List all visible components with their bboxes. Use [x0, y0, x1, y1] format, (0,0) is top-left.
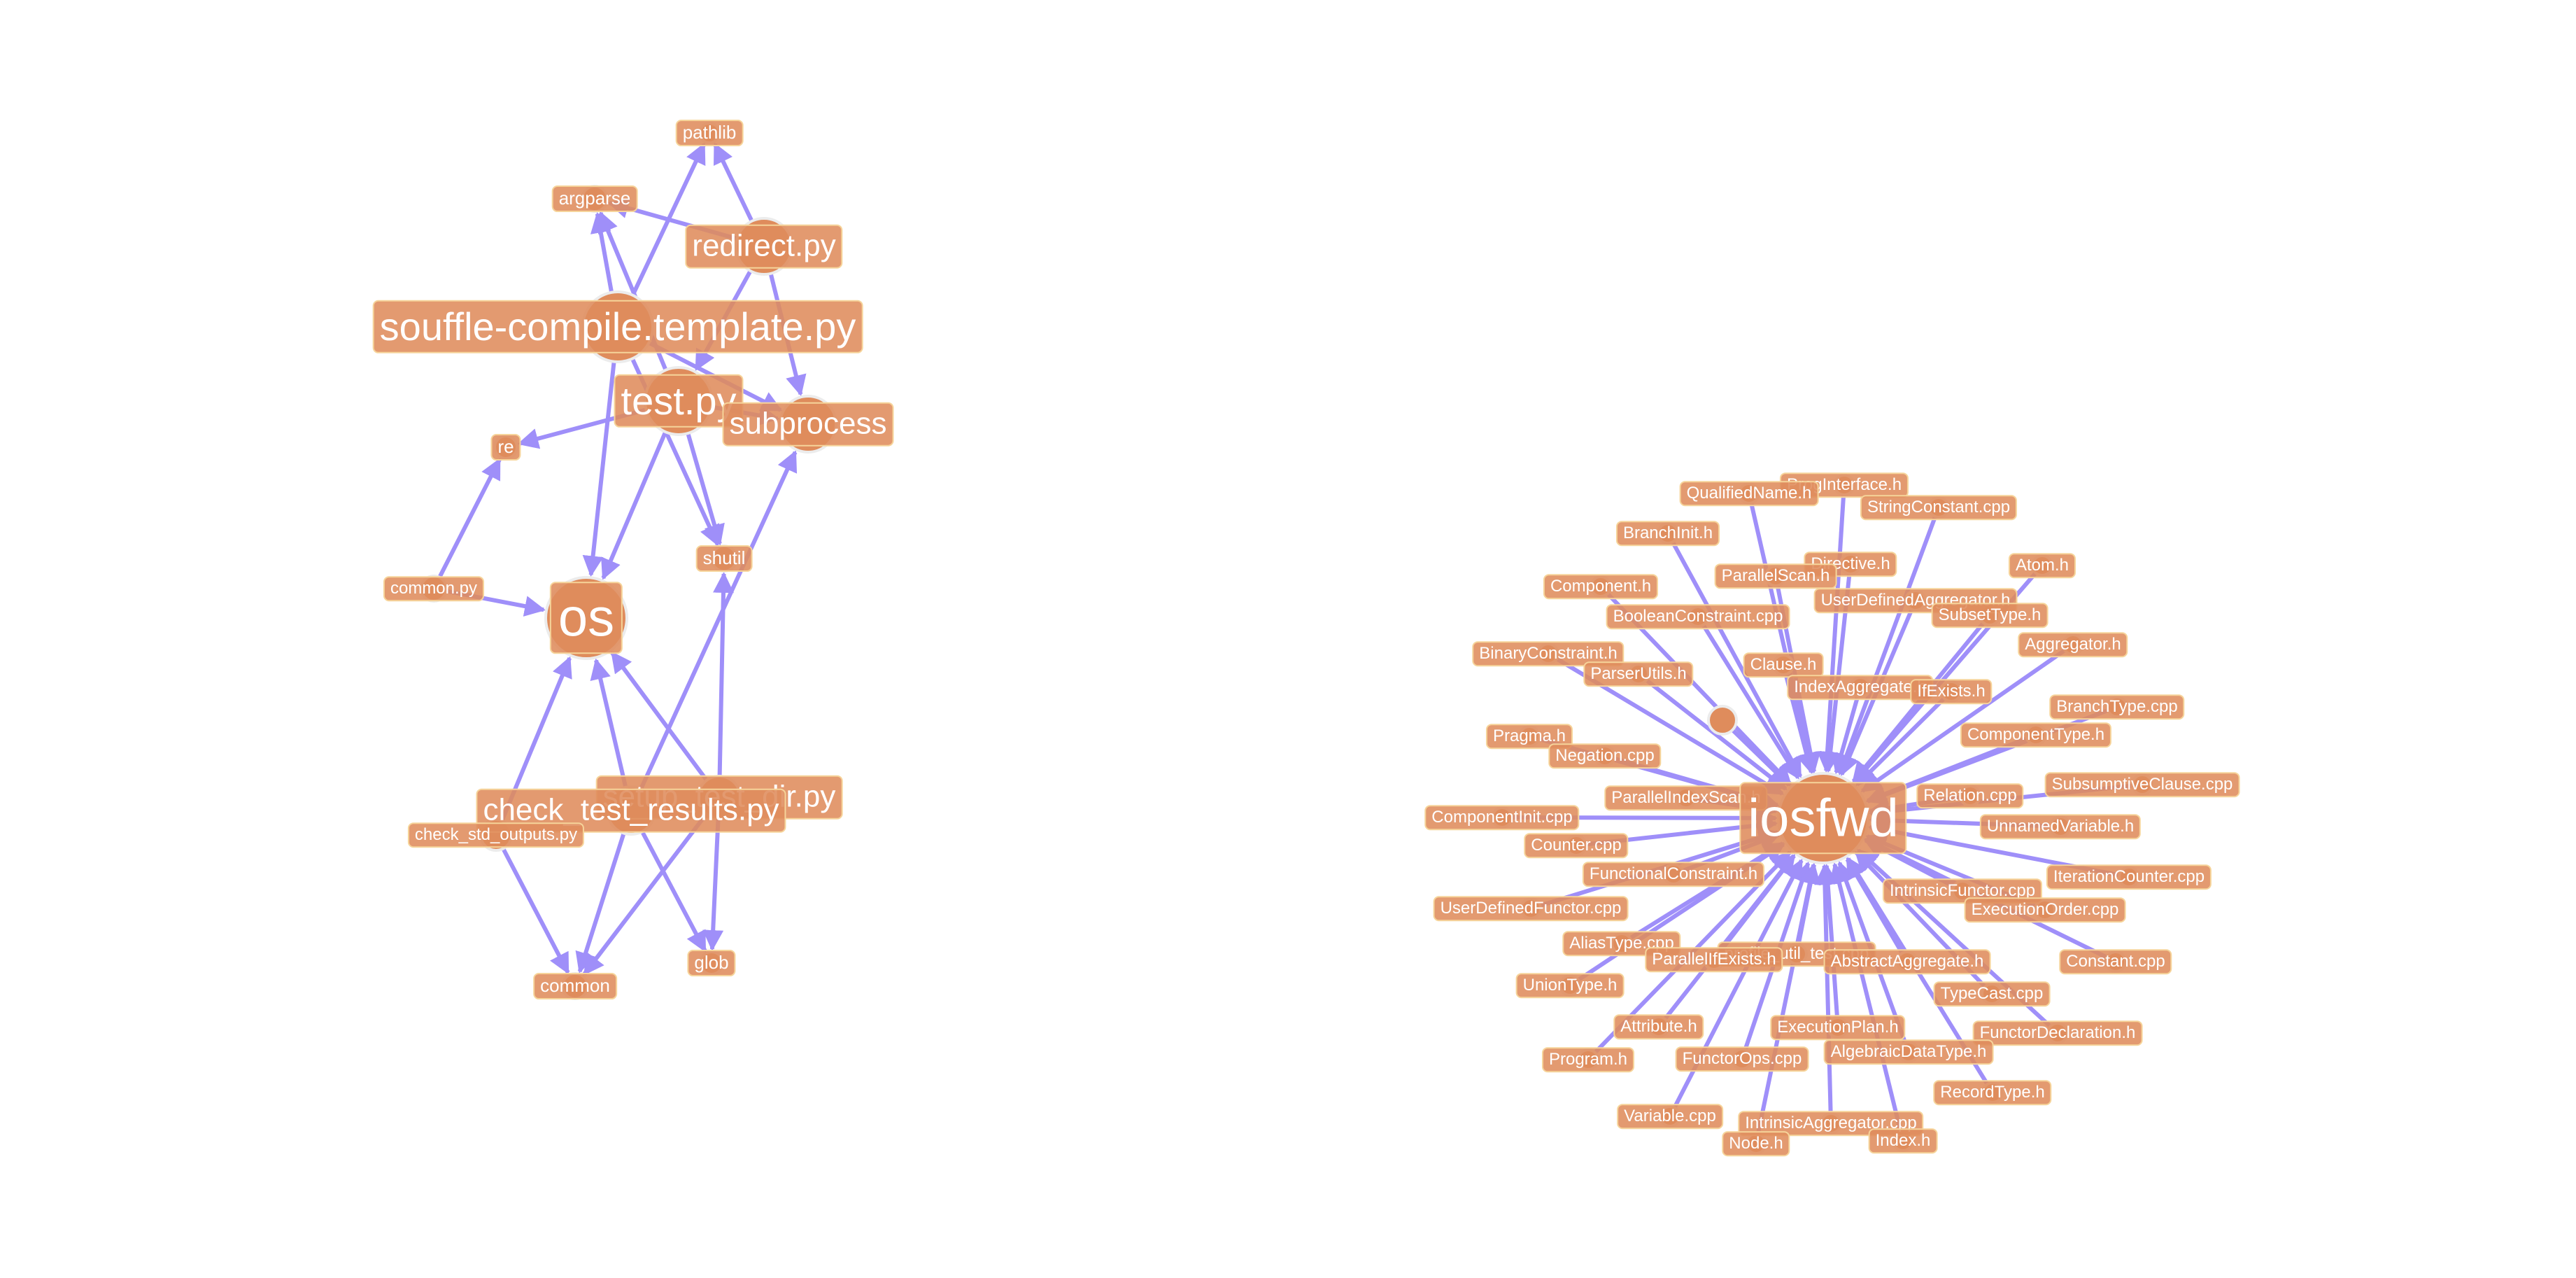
dependency-edge — [1657, 854, 1796, 1028]
node-label[interactable]: IndexAggregate.h — [1787, 675, 1934, 700]
dependency-edge — [1829, 862, 1905, 1142]
node-label[interactable]: Negation.cpp — [1548, 743, 1662, 768]
dependency-edge — [1747, 493, 1819, 774]
node-label[interactable]: Index.h — [1868, 1128, 1938, 1153]
dependency-edge — [575, 810, 633, 974]
node-label[interactable]: StringConstant.cpp — [1860, 495, 2018, 520]
node-label[interactable]: Program.h — [1541, 1047, 1635, 1072]
node-label[interactable]: Clause.h — [1743, 652, 1824, 677]
dependency-edge — [1720, 718, 1791, 787]
node-label[interactable]: IterationCounter.cpp — [2046, 864, 2212, 890]
node-label-re[interactable]: re — [490, 434, 521, 461]
dependency-edge — [1620, 841, 1785, 946]
dependency-edge — [616, 325, 720, 547]
dependency-edge — [629, 450, 798, 812]
node-label[interactable]: FunctionalConstraint.h — [1582, 862, 1765, 887]
dependency-edge — [629, 809, 707, 953]
node-label[interactable]: ParallelIfExists.h — [1645, 947, 1783, 972]
dependency-edge — [1860, 642, 2074, 793]
node-label[interactable]: Relation.cpp — [1916, 783, 2024, 808]
node-label[interactable]: UnnamedVariable.h — [1979, 814, 2142, 839]
dependency-edge — [494, 834, 570, 975]
dependency-edge — [1668, 858, 1804, 1118]
node-label[interactable]: Variable.cpp — [1617, 1104, 1723, 1129]
node-label[interactable]: TypeCast.cpp — [1933, 981, 2051, 1006]
node-label[interactable]: Counter.cpp — [1524, 833, 1629, 858]
node-label[interactable]: ParallelScan.h — [1714, 563, 1837, 589]
node-label[interactable]: AlgebraicDataType.h — [1823, 1039, 1994, 1065]
node-label-checkstd[interactable]: check_std_outputs.py — [407, 822, 585, 848]
node-label[interactable]: Node.h — [1722, 1131, 1790, 1156]
dependency-edge — [1831, 687, 1862, 775]
node-label[interactable]: ComponentInit.cpp — [1424, 805, 1580, 830]
node-label[interactable]: UnionType.h — [1515, 973, 1625, 998]
node-label[interactable]: BranchInit.h — [1615, 521, 1720, 546]
node-label[interactable]: RecordType.h — [1933, 1080, 2052, 1105]
node-layer — [420, 122, 2153, 1155]
dependency-edge — [582, 326, 620, 577]
dependency-edge — [1814, 863, 1836, 1124]
node-label[interactable]: Aggregator.h — [2018, 632, 2128, 657]
node-label[interactable]: ParserUtils.h — [1583, 661, 1694, 687]
unlabeled-node[interactable] — [1707, 705, 1738, 736]
node-label[interactable]: Component.h — [1543, 574, 1659, 599]
node-label[interactable]: QualifiedName.h — [1679, 481, 1819, 506]
dependency-edge — [1837, 506, 1941, 776]
node-label[interactable]: SubsetType.h — [1931, 603, 2048, 628]
node-label-os[interactable]: os — [549, 582, 623, 654]
dependency-edge — [432, 458, 502, 590]
node-label-shutil[interactable]: shutil — [695, 545, 753, 572]
node-label[interactable]: ComponentType.h — [1960, 722, 2112, 747]
node-label[interactable]: AbstractAggregate.h — [1823, 949, 1991, 974]
node-label-argparse[interactable]: argparse — [551, 185, 638, 212]
node-label[interactable]: ExecutionPlan.h — [1770, 1015, 1906, 1040]
node-label[interactable]: IntrinsicFunctor.cpp — [1882, 878, 2043, 904]
node-label-common[interactable]: common — [533, 973, 617, 999]
node-label[interactable]: UserDefinedAggregator.h — [1813, 588, 2018, 613]
node-label[interactable]: FunctorDeclaration.h — [1972, 1020, 2143, 1046]
hub-label-iosfwd[interactable]: iosfwd — [1739, 782, 1907, 855]
node-label-test[interactable]: test.py — [614, 374, 744, 428]
node-label-souffle[interactable]: souffle-compile.template.py — [372, 300, 863, 354]
dependency-edge — [610, 651, 721, 799]
node-label[interactable]: Attribute.h — [1613, 1014, 1704, 1039]
node-label[interactable]: IfExists.h — [1910, 679, 1993, 704]
node-label-commonpy[interactable]: common.py — [383, 576, 485, 601]
node-label[interactable]: Atom.h — [2008, 553, 2076, 578]
edge-layer — [432, 142, 2143, 1144]
dependency-edge — [1666, 532, 1803, 778]
node-label[interactable]: BinaryConstraint.h — [1472, 641, 1625, 666]
node-label-redirect[interactable]: redirect.py — [685, 224, 843, 269]
dependency-edge — [1696, 615, 1800, 780]
node-label[interactable]: UserDefinedFunctor.cpp — [1433, 896, 1629, 921]
dependency-edge — [1855, 689, 1953, 787]
node-label[interactable]: ExecutionOrder.cpp — [1964, 897, 2126, 922]
dependency-edge — [1754, 862, 1820, 1144]
dependency-edge — [1817, 484, 1846, 773]
node-label[interactable]: Constant.cpp — [2059, 949, 2172, 974]
node-label[interactable]: BooleanConstraint.cpp — [1606, 604, 1790, 629]
node-label-subprocess[interactable]: subprocess — [722, 402, 894, 447]
node-label-glob[interactable]: glob — [687, 950, 736, 976]
node-label[interactable]: BranchType.cpp — [2049, 694, 2185, 719]
node-label[interactable]: FunctorOps.cpp — [1675, 1046, 1809, 1072]
node-label-pathlib[interactable]: pathlib — [675, 120, 744, 146]
node-label[interactable]: SubsumptiveClause.cpp — [2044, 772, 2240, 797]
